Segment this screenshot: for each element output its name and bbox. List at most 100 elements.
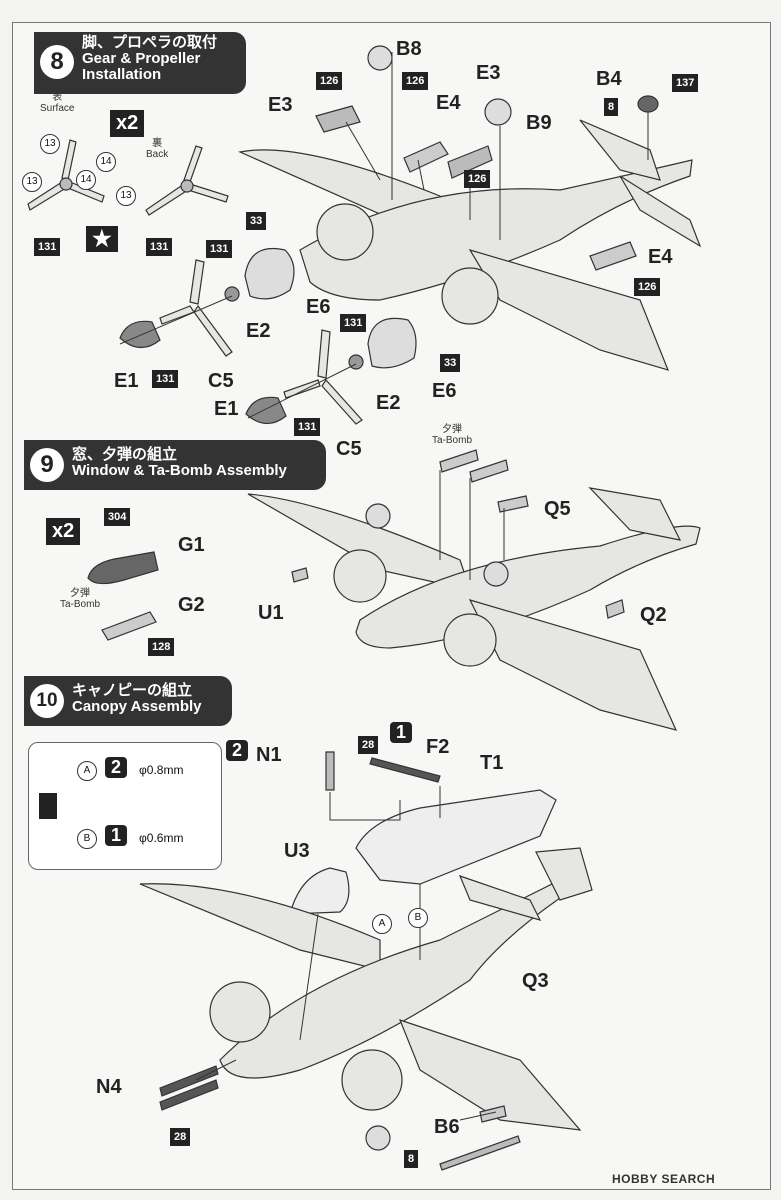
legend-marker-b: B — [77, 829, 97, 849]
drill-size-2: 2 — [105, 757, 128, 778]
color-code: 131 — [152, 370, 179, 388]
step-title-en: Window & Ta-Bomb Assembly — [72, 462, 287, 479]
part-label-e2: E2 — [246, 320, 271, 342]
color-code: 126 — [402, 72, 429, 90]
part-label-e2: E2 — [376, 392, 401, 414]
part-label-e6: E6 — [306, 296, 331, 318]
quantity-badge: x2 — [46, 518, 81, 545]
color-code: 126 — [634, 278, 661, 296]
tabomb-drawing — [87, 551, 159, 641]
part-label-e6: E6 — [432, 380, 457, 402]
drill-bit-icon — [39, 793, 57, 819]
canopy-drawing — [289, 789, 557, 915]
color-code: 304 — [104, 508, 131, 526]
step-title-en: Gear & Propeller — [82, 50, 201, 67]
color-code: 131 — [206, 240, 233, 258]
step-title-jp: 窓、夕弾の組立 — [72, 446, 178, 463]
part-label-c5: C5 — [208, 370, 234, 392]
part-e4-upper — [403, 141, 449, 173]
part-label-e4: E4 — [648, 246, 673, 268]
propeller-back-drawing — [145, 145, 229, 216]
drill-size-1: 1 — [105, 825, 128, 846]
color-code: 131 — [340, 314, 367, 332]
back-label: 裏 Back — [146, 138, 169, 160]
drill-diameter-08: φ0.8mm — [139, 763, 184, 777]
part-label-q5: Q5 — [544, 498, 571, 520]
tabomb-label: 夕弾 Ta-Bomb — [60, 588, 101, 610]
drill-size-f2: 1 — [390, 722, 413, 743]
part-label-g2: G2 — [178, 594, 205, 616]
aircraft-step9-drawing — [247, 449, 701, 731]
color-code: 131 — [146, 238, 173, 256]
drill-diameter-06: φ0.6mm — [139, 831, 184, 845]
part-label-n1: N1 — [256, 744, 282, 766]
propeller-surface-drawing — [27, 139, 105, 211]
surface-label: 表 Surface — [40, 92, 75, 114]
part-label-q3: Q3 — [522, 970, 549, 992]
step-number: 8 — [40, 45, 74, 79]
color-callout: 13 — [40, 134, 60, 154]
tailwheel-b4 — [637, 95, 659, 113]
color-callout: 13 — [116, 186, 136, 206]
color-code: 33 — [246, 212, 267, 230]
step-9-header: 9 窓、夕弾の組立 Window & Ta-Bomb Assembly — [24, 440, 326, 490]
part-label-e3: E3 — [476, 62, 501, 84]
color-code: 131 — [294, 418, 321, 436]
color-code: 33 — [440, 354, 461, 372]
part-label-b8: B8 — [396, 38, 422, 60]
part-label-e1: E1 — [114, 370, 139, 392]
part-label-q2: Q2 — [640, 604, 667, 626]
part-label-u1: U1 — [258, 602, 284, 624]
tabomb-label-upper: 夕弾 Ta-Bomb — [432, 424, 473, 446]
color-code: 126 — [464, 170, 491, 188]
step-number: 9 — [30, 448, 64, 482]
part-label-e1: E1 — [214, 398, 239, 420]
part-label-b6: B6 — [434, 1116, 460, 1138]
quantity-badge: x2 — [110, 110, 145, 137]
color-callout: 14 — [76, 170, 96, 190]
step-number: 10 — [30, 684, 64, 718]
part-label-c5: C5 — [336, 438, 362, 460]
color-code: 28 — [358, 736, 379, 754]
step-10-header: 10 キャノピーの組立 Canopy Assembly — [24, 676, 232, 726]
part-label-b4: B4 — [596, 68, 622, 90]
drill-size-n1: 2 — [226, 740, 249, 761]
part-label-e3: E3 — [268, 94, 293, 116]
color-code: 131 — [34, 238, 61, 256]
part-label-t1: T1 — [480, 752, 504, 774]
step-title-jp: 脚、プロペラの取付 — [82, 34, 218, 51]
color-callout: 13 — [22, 172, 42, 192]
color-code: 137 — [672, 74, 699, 92]
part-e4-lower — [589, 241, 637, 271]
color-code: 126 — [316, 72, 343, 90]
step-title-en: Canopy Assembly — [72, 698, 202, 715]
drill-legend: A 2 φ0.8mm B 1 φ0.6mm — [28, 742, 222, 870]
part-label-g1: G1 — [178, 534, 205, 556]
color-code: 8 — [604, 98, 619, 116]
part-label-n4: N4 — [96, 1076, 122, 1098]
part-label-e4: E4 — [436, 92, 461, 114]
step-8-header: 8 脚、プロペラの取付 Gear & Propeller Installatio… — [34, 32, 246, 94]
legend-marker-a: A — [77, 761, 97, 781]
wheel-b8 — [367, 45, 393, 71]
watermark: HOBBY SEARCH — [612, 1172, 716, 1186]
prop-assembly-upper — [119, 259, 240, 357]
part-label-b9: B9 — [526, 112, 552, 134]
marker-a: A — [372, 914, 392, 934]
part-label-u3: U3 — [284, 840, 310, 862]
aircraft-step10-drawing — [139, 751, 593, 1171]
aircraft-step8-drawing — [238, 119, 702, 371]
color-code: 28 — [170, 1128, 191, 1146]
part-label-f2: F2 — [426, 736, 450, 758]
part-e3-lower — [447, 145, 493, 179]
color-code: 128 — [148, 638, 175, 656]
star-marker: ★ — [86, 226, 118, 252]
color-code: 8 — [404, 1150, 419, 1168]
marker-b: B — [408, 908, 428, 928]
wheel-b9 — [484, 98, 512, 126]
part-e3-upper — [315, 105, 361, 133]
step-title-jp: キャノピーの組立 — [72, 682, 193, 699]
color-callout: 14 — [96, 152, 116, 172]
step-title-en-2: Installation — [82, 66, 162, 83]
